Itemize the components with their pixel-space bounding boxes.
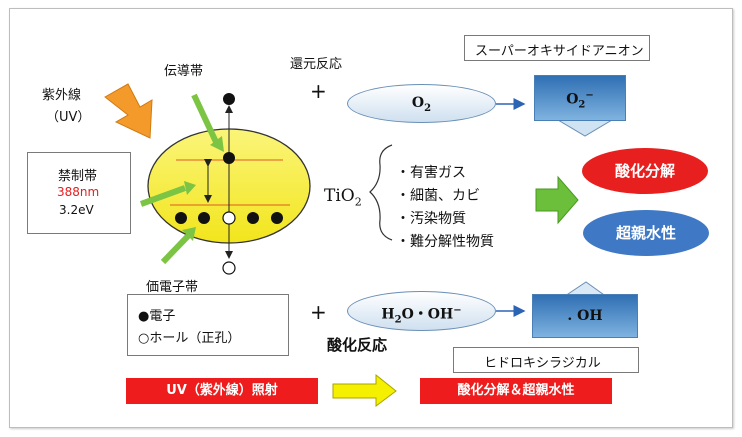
result-banner: 酸化分解＆超親水性 xyxy=(420,378,612,404)
legend-box: ●電子 ○ホール（正孔） xyxy=(127,294,289,356)
uv-arrow-icon xyxy=(104,83,153,139)
hole-dot xyxy=(222,261,236,275)
electron-dot xyxy=(247,212,259,224)
conduction-pointer-arrow xyxy=(191,93,224,152)
legend-hole: ○ホール（正孔） xyxy=(138,331,241,346)
target-item: ・難分解性物質 xyxy=(396,234,494,250)
electron-dot xyxy=(175,212,187,224)
valence-pointer-arrow xyxy=(160,227,196,265)
hydroxyl-radical-block: . OH xyxy=(532,294,638,338)
uv-irradiation-banner: UV（紫外線）照射 xyxy=(126,378,318,404)
superoxide-label: スーパーオキサイドアニオン xyxy=(475,44,644,59)
water-hydroxide-oval: H2O・OH− xyxy=(347,291,496,331)
valence-band-label: 価電子帯 xyxy=(146,280,199,295)
oxygen-oval: O2 xyxy=(347,84,496,123)
superoxide-block: O2− xyxy=(534,75,626,121)
oxidation-label: 酸化反応 xyxy=(327,336,388,354)
hydroxyl-label-box: ヒドロキシラジカル xyxy=(453,347,639,373)
superoxide-label-box: スーパーオキサイドアニオン xyxy=(464,35,650,61)
target-brace xyxy=(369,144,393,241)
hydroxyl-label: ヒドロキシラジカル xyxy=(484,356,601,371)
diagram-frame xyxy=(9,8,733,428)
target-item: ・細菌、カビ xyxy=(396,188,480,204)
legend-electron: ●電子 xyxy=(138,309,176,324)
electron-dot xyxy=(223,152,235,164)
conduction-band-label: 伝導帯 xyxy=(164,64,204,79)
bottom-flow-arrow-icon xyxy=(332,373,397,407)
plus-sign: + xyxy=(310,300,327,324)
bandgap-pointer-arrow xyxy=(139,181,196,207)
tio2-label: TiO2 xyxy=(324,186,362,209)
electron-dot xyxy=(271,212,283,224)
superhydrophilic-result: 超親水性 xyxy=(583,210,709,256)
bandgap-box: 禁制帯 388nm 3.2eV xyxy=(27,152,131,234)
target-list: ・有害ガス ・細菌、カビ ・汚染物質 ・難分解性物質 xyxy=(396,162,494,254)
plus-sign: + xyxy=(310,79,327,103)
electron-dot xyxy=(223,93,235,105)
electron-dot xyxy=(198,212,210,224)
result-arrow-icon xyxy=(535,175,579,225)
target-item: ・汚染物質 xyxy=(396,211,466,227)
uv-paren-label: （UV） xyxy=(46,110,91,125)
hole-dot xyxy=(222,211,236,225)
bandgap-energy: 3.2eV xyxy=(59,203,94,217)
target-item: ・有害ガス xyxy=(396,165,466,181)
decomposition-result: 酸化分解 xyxy=(582,148,708,194)
uv-label: 紫外線 xyxy=(42,88,82,103)
bandgap-wavelength: 388nm xyxy=(57,185,100,199)
reduction-label: 還元反応 xyxy=(290,57,343,72)
bandgap-title: 禁制帯 xyxy=(58,169,98,184)
